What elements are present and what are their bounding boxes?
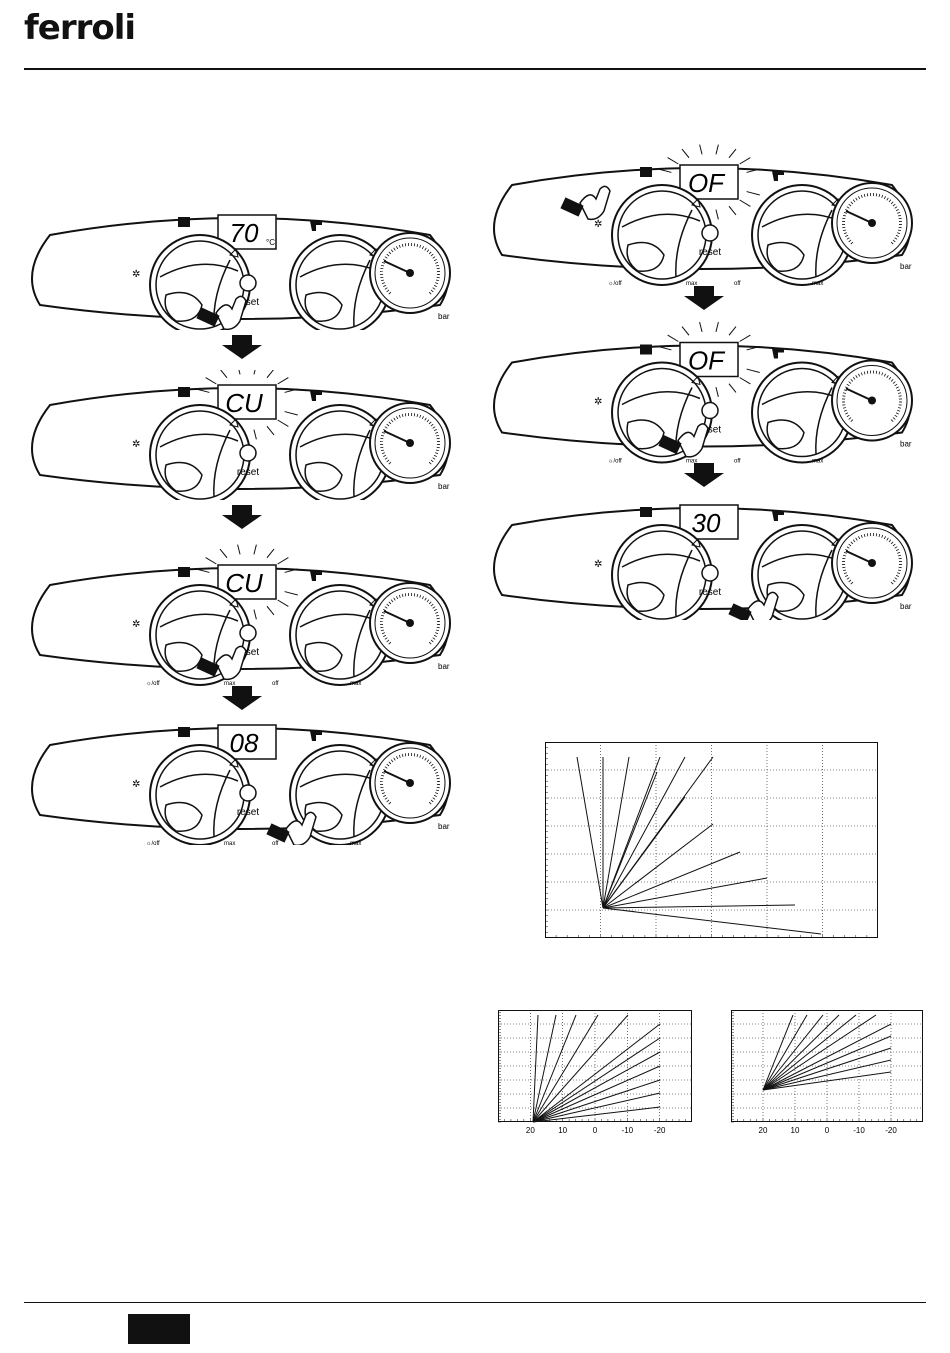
page-number-box: [128, 1314, 190, 1344]
snowflake-icon: ✲: [594, 397, 602, 408]
right-off-label: off: [272, 841, 279, 845]
x-tick-label: 0: [593, 1126, 598, 1135]
left-max-label: max: [224, 841, 235, 845]
x-tick-label: -20: [885, 1126, 897, 1135]
left-off-label: ☼/off: [608, 281, 622, 287]
bar-label: bar: [438, 822, 450, 831]
heating-icon: [178, 727, 190, 737]
bar-label: bar: [438, 482, 450, 491]
display-value: 70: [230, 218, 259, 248]
heating-icon: [640, 167, 652, 177]
reset-label: reset: [699, 587, 721, 598]
step-arrow-2: [222, 505, 262, 529]
heating-curves-graph-offset-a: 20 10 0 -10 -20: [498, 1010, 692, 1136]
right-off-label: off: [272, 681, 279, 687]
reset-button: [240, 445, 256, 461]
snowflake-icon: ✲: [594, 559, 602, 570]
reset-label: reset: [237, 807, 259, 818]
heating-icon: [640, 345, 652, 355]
x-tick-label: -10: [622, 1126, 634, 1135]
step-arrow-4: [684, 286, 724, 310]
boiler-panel-7: 30reset✲☼/offmaxoffmaxbar: [482, 490, 922, 620]
x-tick-label: 20: [526, 1126, 535, 1135]
x-tick-label: 10: [791, 1126, 800, 1135]
snowflake-icon: ✲: [132, 619, 140, 630]
display-unit: °C: [266, 238, 275, 247]
left-off-label: ☼/off: [146, 841, 160, 845]
left-off-label: ☼/off: [608, 459, 622, 465]
x-tick-label: -10: [853, 1126, 865, 1135]
right-off-label: off: [734, 459, 741, 465]
x-tick-label: 0: [825, 1126, 830, 1135]
reset-button: [240, 785, 256, 801]
reset-button: [702, 225, 718, 241]
left-off-label: ☼/off: [146, 681, 160, 687]
ferroli-logo: ferroli: [24, 8, 135, 48]
right-max-label: max: [350, 681, 361, 687]
bar-label: bar: [900, 602, 912, 611]
snowflake-icon: ✲: [132, 269, 140, 280]
display-value: 30: [692, 508, 721, 538]
right-max-label: max: [812, 459, 823, 465]
reset-button: [240, 625, 256, 641]
right-off-label: off: [734, 281, 741, 287]
reset-label: reset: [699, 247, 721, 258]
heating-curves-graph-offset-b: 20 10 0 -10 -20: [731, 1010, 923, 1136]
right-max-label: max: [812, 281, 823, 287]
display-value: OF: [688, 168, 726, 198]
x-tick-label: -20: [654, 1126, 666, 1135]
reset-button: [702, 565, 718, 581]
snowflake-icon: ✲: [132, 439, 140, 450]
step-arrow-3: [222, 686, 262, 710]
footer-rule: [24, 1302, 926, 1303]
step-arrow-1: [222, 335, 262, 359]
snowflake-icon: ✲: [594, 219, 602, 230]
x-tick-label: 20: [759, 1126, 768, 1135]
header-rule: [24, 68, 926, 70]
display-value: CU: [225, 388, 263, 418]
right-max-label: max: [350, 841, 361, 845]
heating-icon: [178, 387, 190, 397]
heating-icon: [178, 567, 190, 577]
bar-label: bar: [900, 440, 912, 449]
display-value: 08: [230, 728, 259, 758]
reset-button: [702, 403, 718, 419]
boiler-panel-4: 08 reset ✲ ☼/off max off max bar: [20, 705, 460, 845]
display-value: OF: [688, 346, 726, 376]
heating-curves-graph: [545, 742, 878, 938]
heating-icon: [178, 217, 190, 227]
bar-label: bar: [438, 662, 450, 671]
reset-button: [240, 275, 256, 291]
x-tick-label: 10: [558, 1126, 567, 1135]
snowflake-icon: ✲: [132, 779, 140, 790]
bar-label: bar: [438, 312, 450, 321]
reset-label: reset: [237, 467, 259, 478]
bar-label: bar: [900, 262, 912, 271]
step-arrow-5: [684, 463, 724, 487]
display-value: CU: [225, 568, 263, 598]
heating-icon: [640, 507, 652, 517]
